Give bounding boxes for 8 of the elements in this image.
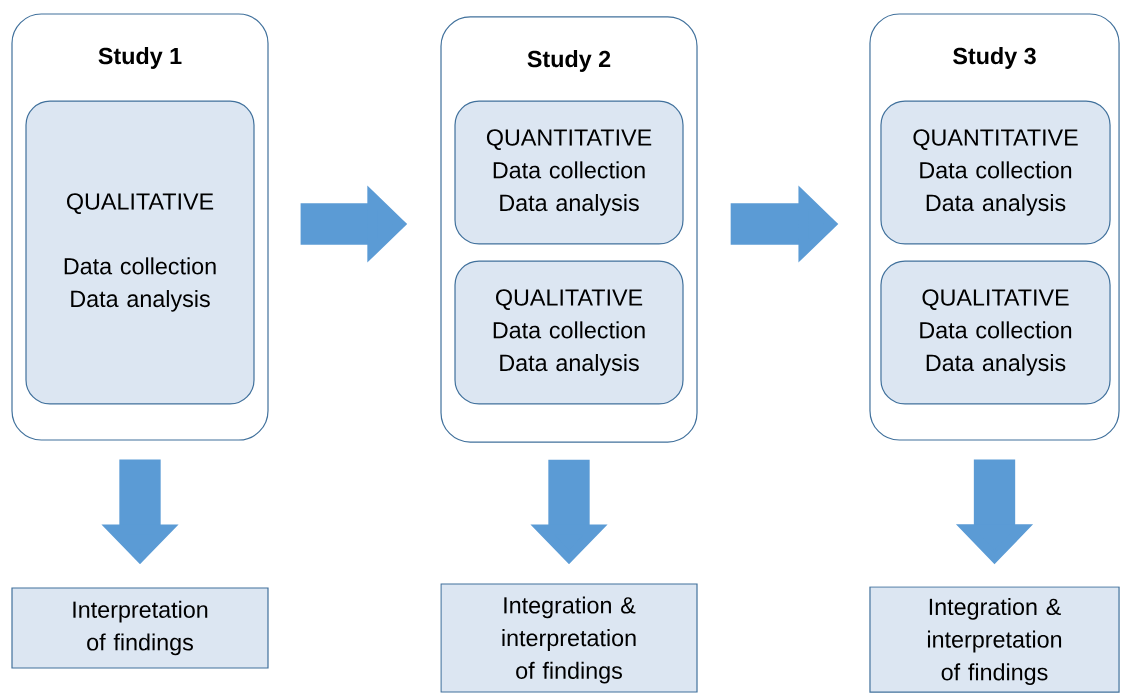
method-box: QUANTITATIVE Data collection Data analysis	[880, 100, 1111, 245]
findings-box: Integration & interpretation of findings	[440, 583, 698, 693]
findings-box: Integration & interpretation of findings	[869, 586, 1120, 693]
method-box: QUALITATIVE Data collection Data analysis	[454, 260, 684, 405]
method-box: QUALITATIVE Data collection Data analysis	[880, 260, 1111, 405]
method-box: QUANTITATIVE Data collection Data analysis	[454, 100, 684, 245]
findings-box: Interpretation of findings	[11, 587, 269, 669]
method-box: QUALITATIVE Data collection Data analysis	[25, 100, 255, 405]
